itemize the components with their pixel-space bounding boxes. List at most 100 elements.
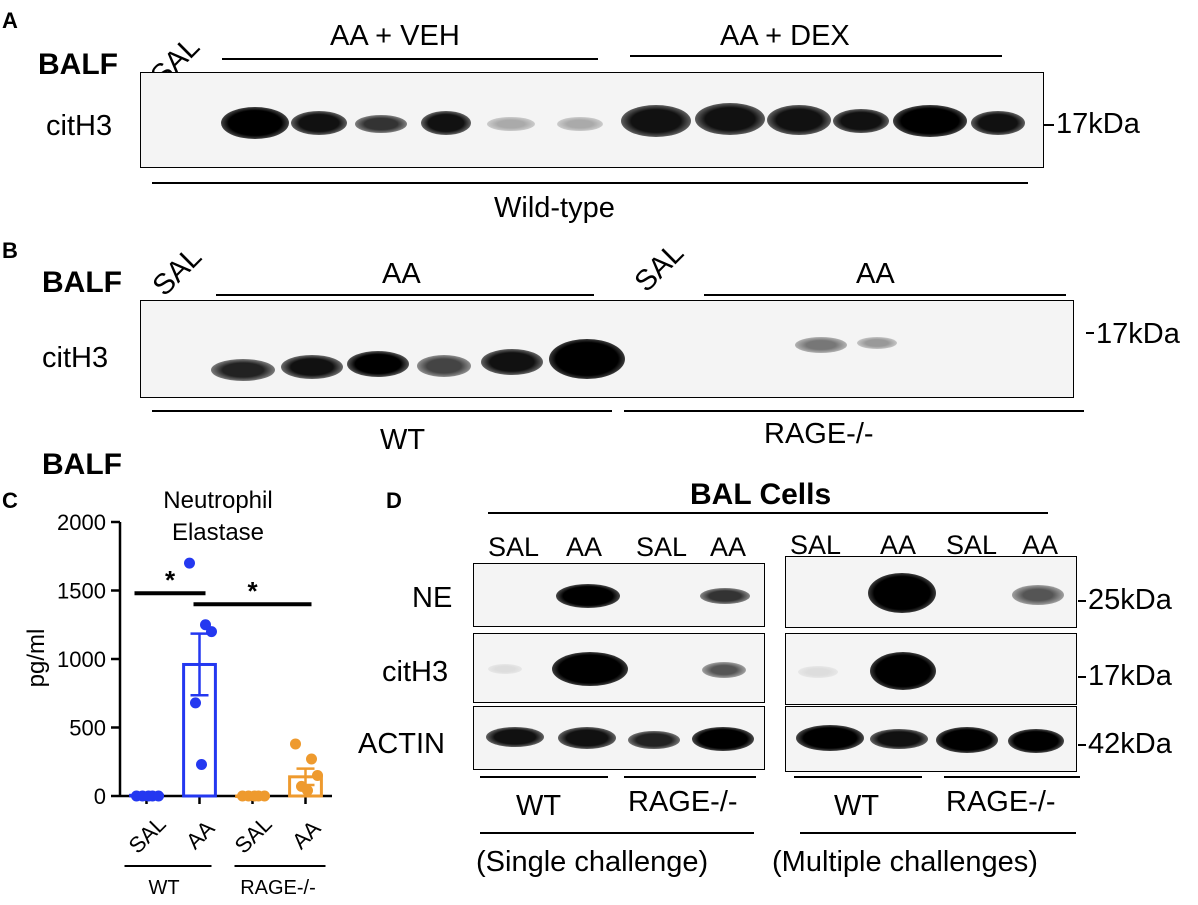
panel-d-left-wt-line [480,776,608,778]
blot-band [702,662,746,678]
blot-band [556,584,620,608]
panel-d-right-ko: RAGE-/- [946,786,1056,818]
x-tick-label: AA [181,815,220,854]
blot-band [347,351,409,377]
panel-d-right-ne-blot [785,556,1077,628]
panel-d-marker-tick-3 [1078,744,1086,746]
chart-title-line-1: Neutrophil [163,487,272,514]
data-point [196,758,207,770]
x-tick-label: AA [287,815,326,854]
blot-band [700,588,750,604]
data-point [143,790,154,802]
panel-b-aa2-line [704,294,1066,296]
panel-b-wt-line [152,410,612,412]
data-point [190,697,201,709]
y-tick-label: 2000 [57,510,106,535]
panel-d-left-lane-2: AA [566,532,603,562]
panel-d-left-lane-4: AA [710,532,747,562]
blot-band [621,105,691,137]
blot-band [868,573,936,613]
blot-band [558,727,616,749]
blot-band [355,115,407,133]
blot-band [487,117,535,131]
panel-d-left-lane-1: SAL [488,532,540,562]
panel-d-left-actin-blot [473,706,765,770]
panel-d-right-lane-4: AA [1022,530,1059,560]
panel-d-title-line [488,512,1048,514]
blot-band [870,652,936,690]
blot-band [211,359,275,381]
blot-band [795,337,847,353]
panel-d-marker-tick-1 [1078,600,1086,602]
panel-d-marker-actin: 42kDa [1088,728,1172,760]
data-point [206,626,217,638]
panel-d-right-ko-line [944,776,1080,778]
panel-b-genotype-wt: WT [380,424,426,456]
x-tick-label: SAL [124,811,171,858]
blot-band [557,117,603,131]
blot-band [628,731,680,749]
panel-a-veh-line [222,58,598,60]
significance-star: * [247,576,258,606]
data-point [290,738,301,750]
panel-b-genotype-ko: RAGE-/- [764,418,874,450]
panel-b-sample-label: BALF [42,266,122,299]
panel-a-dex-line [630,55,1002,57]
data-point [249,790,260,802]
panel-d-multiple-label: (Multiple challenges) [772,846,1038,878]
panel-c-sample-label: BALF [42,448,122,481]
blot-band [971,111,1025,135]
data-point [259,790,270,802]
x-tick-label: SAL [230,811,277,858]
blot-band [692,727,754,751]
chart-title-line-2: Elastase [172,519,264,546]
panel-d-row-actin: ACTIN [358,728,445,760]
significance-star: * [165,565,176,595]
y-axis-label: pg/ml [23,629,50,688]
panel-d-left-ko: RAGE-/- [628,786,738,818]
panel-d-letter: D [386,488,402,513]
panel-a-blot [140,72,1044,168]
panel-a-row-label: citH3 [46,110,113,142]
blot-band [481,349,543,375]
panel-a-marker: 17kDa [1056,108,1140,140]
blot-band [893,105,967,137]
panel-d-left-ne-blot [473,563,765,627]
y-tick-label: 0 [94,784,106,809]
panel-a-group-dex: AA + DEX [720,20,850,52]
panel-a-marker-tick [1044,124,1054,126]
panel-a-genotype-line [152,182,1028,184]
panel-b-aa1-label: AA [382,258,421,290]
neutrophil-elastase-chart: NeutrophilElastase0500100015002000pg/mlS… [23,487,332,899]
panel-b-marker: 17kDa [1096,318,1180,350]
panel-d-marker-ne: 25kDa [1088,584,1172,616]
panel-d-single-label: (Single challenge) [476,846,709,878]
data-point [306,753,317,765]
panel-a-sample-label: BALF [38,48,118,81]
panel-d-left-wt: WT [516,790,562,822]
blot-band [488,664,522,674]
blot-band [695,103,765,135]
panel-b-sal2-label: SAL [628,236,691,299]
panel-d-right-wt-line [794,776,922,778]
data-point [184,557,195,569]
group-label: WT [148,877,179,899]
blot-band [417,355,471,377]
blot-band [552,652,628,686]
panel-d-right-actin-blot [785,706,1077,772]
blot-band [221,107,289,139]
data-point [302,785,313,797]
panel-b-ko-line [624,410,1084,412]
y-tick-label: 1500 [57,579,106,604]
blot-band [549,339,625,379]
panel-b-aa1-line [216,294,594,296]
blot-band [936,727,998,753]
panel-c-letter: C [2,488,18,513]
panel-d-row-ne: NE [412,582,453,614]
panel-b-marker-tick [1086,332,1094,334]
blot-band [857,337,897,349]
panel-b-sal1-label: SAL [146,240,209,303]
panel-d-left-lane-3: SAL [636,532,688,562]
blot-band [796,725,864,751]
blot-band [486,727,544,747]
